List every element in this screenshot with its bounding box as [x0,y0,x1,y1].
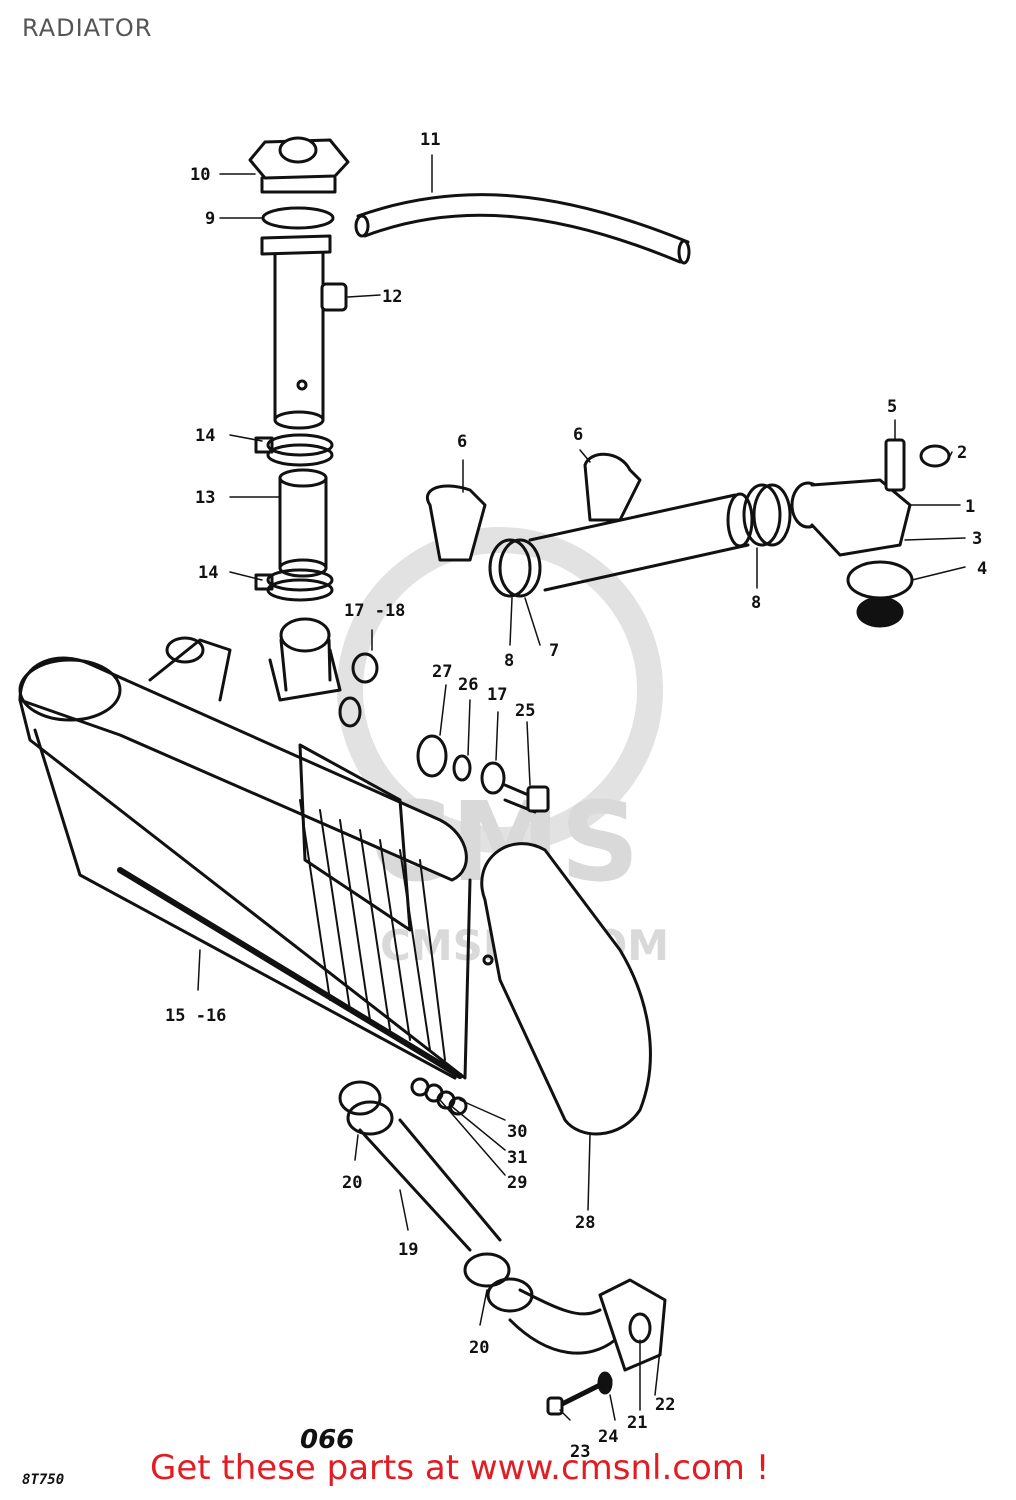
mount-bolt-set [338,652,550,814]
callout-2: 2 [957,443,967,463]
callout-14-upper: 14 [195,426,215,446]
thermostat-housing [790,438,951,628]
callout-30: 30 [507,1122,527,1142]
callout-28: 28 [575,1213,595,1233]
callout-31: 31 [507,1148,527,1168]
callout-19: 19 [398,1240,418,1260]
callout-27: 27 [432,662,452,682]
hose-clamp-lower [254,568,334,602]
callout-6-left: 6 [457,432,467,452]
callout-17: 17 [487,685,507,705]
parts-link-banner[interactable]: Get these parts at www.cmsnl.com ! [150,1448,770,1488]
callout-8-right: 8 [751,593,761,613]
callout-23: 23 [570,1442,590,1462]
cap-gasket [261,206,335,230]
hose-clamp-upper [254,433,334,467]
callout-17-18: 17 -18 [344,601,405,621]
hose-connector [278,468,328,578]
diagram-model-code: 8T750 [22,1472,64,1488]
callout-20-lower: 20 [469,1338,489,1358]
filler-neck-tube [260,234,332,430]
callout-12: 12 [382,287,402,307]
callout-26: 26 [458,675,478,695]
page-title: RADIATOR [22,14,153,42]
callout-4: 4 [977,559,987,579]
callout-9: 9 [205,209,215,229]
callout-1: 1 [965,497,975,517]
callout-8-left: 8 [504,651,514,671]
callout-14-lower: 14 [198,563,218,583]
overflow-hose [354,193,691,265]
callout-15-16: 15 -16 [165,1006,226,1026]
callout-labels: 10 9 11 12 14 13 14 6 6 7 8 8 5 2 1 3 4 … [22,130,987,1488]
callout-6-right: 6 [573,425,583,445]
filler-clip [320,282,348,312]
callout-13: 13 [195,488,215,508]
radiator-cap [248,136,350,194]
leader-lines [197,154,966,1421]
shroud-panel [480,842,652,1136]
callout-10: 10 [190,165,210,185]
radiator-core [18,617,472,1080]
diagram-page-number: 066 [300,1425,354,1455]
callout-7: 7 [549,641,559,661]
callout-11: 11 [420,130,440,150]
lower-hose-assembly [338,1080,667,1416]
callout-20-upper: 20 [342,1173,362,1193]
callout-24: 24 [598,1427,618,1447]
callout-22: 22 [655,1395,675,1415]
callout-5: 5 [887,397,897,417]
grommet-set [410,1077,468,1116]
callout-25: 25 [515,701,535,721]
callout-21: 21 [627,1413,647,1433]
upper-hose-assembly [426,452,792,598]
callout-3: 3 [972,529,982,549]
callout-29: 29 [507,1173,527,1193]
